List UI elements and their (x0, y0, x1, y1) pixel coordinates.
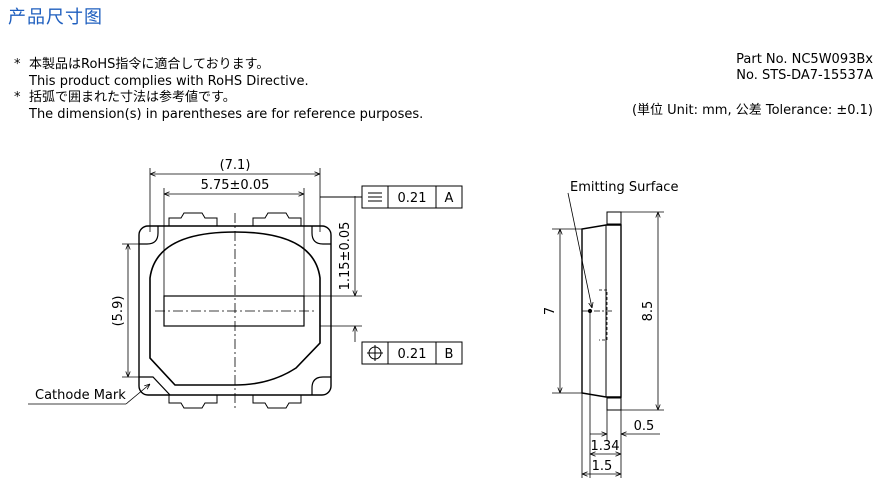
emitting-label: Emitting Surface (570, 180, 678, 195)
dim-emitter-width: 5.75±0.05 (201, 178, 270, 193)
document-number: No. STS-DA7-15537A (736, 68, 873, 83)
dim-1-34: 1.34 (591, 439, 620, 454)
corner-pad-br (311, 376, 331, 395)
note-jp: 本製品はRoHS指令に適合しております。 (29, 57, 270, 72)
dim-height: (5.9) (111, 296, 126, 327)
note-en: The dimension(s) in parentheses are for … (29, 106, 424, 122)
cavity-outline (149, 231, 321, 386)
note-2: * 括弧で囲まれた寸法は参考値です。 (14, 90, 423, 107)
cathode-mark (139, 376, 171, 396)
page-title: 产品尺寸图 (8, 7, 103, 28)
bottom-pad-right (252, 394, 302, 409)
dim-offset: 1.15±0.05 (338, 222, 353, 291)
lead-bottom (606, 397, 622, 411)
tolerance-note: (単位 Unit: mm, 公差 Tolerance: ±0.1) (631, 103, 873, 118)
dim-7: 7 (543, 307, 558, 315)
dim-overall-width: (7.1) (220, 158, 251, 173)
note-bullet: * (14, 57, 21, 72)
flatness-datum: A (445, 191, 454, 206)
top-pad-left (168, 212, 218, 227)
dim-0-5: 0.5 (634, 419, 655, 434)
corner-pad-tr (311, 226, 331, 245)
part-number: Part No. NC5W093Bx (736, 52, 873, 67)
notes-block: * 本製品はRoHS指令に適合しております。 This product comp… (14, 57, 423, 123)
flatness-value: 0.21 (398, 191, 427, 206)
top-pad-right (252, 212, 302, 227)
note-bullet: * (14, 90, 21, 105)
position-frame (361, 341, 463, 365)
cathode-label: Cathode Mark (35, 388, 126, 403)
front-view (138, 212, 332, 410)
dim-8-5: 8.5 (641, 301, 656, 322)
note-1: * 本製品はRoHS指令に適合しております。 (14, 57, 423, 74)
corner-pad-tl (139, 226, 159, 245)
position-value: 0.21 (398, 347, 427, 362)
position-datum: B (445, 347, 454, 362)
dim-1-5: 1.5 (592, 459, 613, 474)
note-jp: 括弧で囲まれた寸法は参考値です。 (29, 90, 236, 105)
side-view (581, 211, 622, 411)
lead-top (606, 211, 622, 225)
note-en: This product complies with RoHS Directiv… (29, 73, 309, 89)
bottom-pad-left (168, 394, 218, 409)
side-chip (599, 289, 608, 341)
part-info: Part No. NC5W093Bx No. STS-DA7-15537A (736, 52, 873, 84)
flatness-frame (320, 185, 463, 209)
